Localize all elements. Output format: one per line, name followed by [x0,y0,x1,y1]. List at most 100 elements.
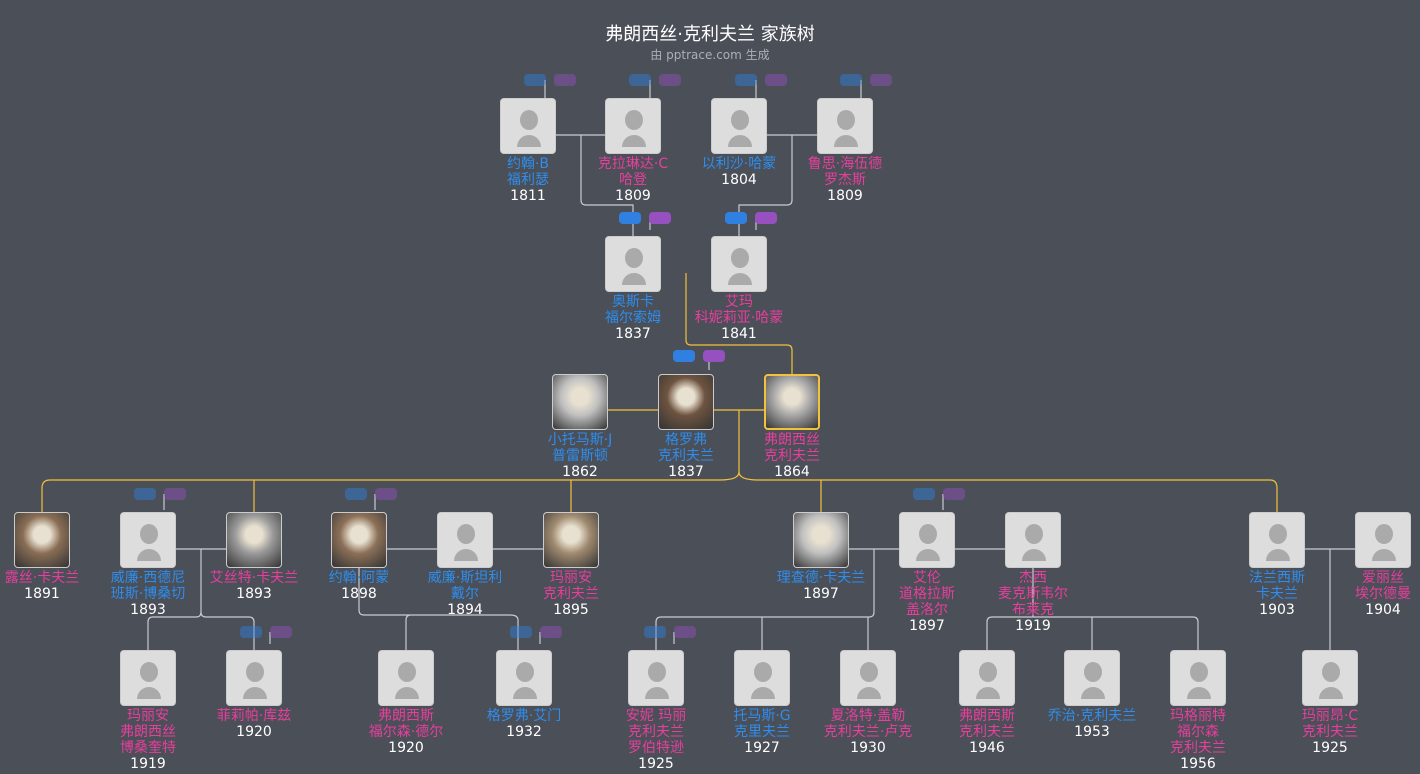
avatar-placeholder-icon[interactable] [226,650,282,706]
avatar-placeholder-icon[interactable] [378,650,434,706]
expand-parents-button[interactable] [840,74,862,86]
person-photo[interactable] [331,512,387,568]
avatar-placeholder-icon[interactable] [899,512,955,568]
expand-parents-button[interactable] [913,488,935,500]
person-name: 弗朗西丝 克利夫兰 [764,432,820,464]
expand-parents-button[interactable] [524,74,546,86]
person-body-icon [1187,687,1211,699]
expand-spouse-button[interactable] [164,488,186,500]
person-photo[interactable] [793,512,849,568]
expand-parents-button[interactable] [629,74,651,86]
avatar-placeholder-icon[interactable] [605,98,661,154]
avatar-placeholder-icon[interactable] [605,236,661,292]
avatar-placeholder-icon[interactable] [437,512,493,568]
expand-spouse-button[interactable] [755,212,777,224]
avatar-placeholder-icon[interactable] [1355,512,1411,568]
expand-parents-button[interactable] [134,488,156,500]
person-head-icon [1190,662,1208,682]
expand-parents-button[interactable] [735,74,757,86]
expand-parents-button[interactable] [673,350,695,362]
avatar-placeholder-icon[interactable] [120,512,176,568]
person-photo[interactable] [543,512,599,568]
person-name: 奥斯卡 福尔索姆 [605,294,661,326]
avatar-placeholder-icon[interactable] [711,98,767,154]
expand-spouse-button[interactable] [870,74,892,86]
expand-parents-button[interactable] [240,626,262,638]
expand-parents-button[interactable] [510,626,532,638]
avatar-placeholder-icon[interactable] [1005,512,1061,568]
expand-spouse-button[interactable] [765,74,787,86]
avatar-placeholder-icon[interactable] [959,650,1015,706]
avatar-placeholder-icon[interactable] [496,650,552,706]
photo-image [553,375,607,429]
person-photo[interactable] [764,374,820,430]
person-head-icon [516,662,534,682]
expand-spouse-button[interactable] [375,488,397,500]
avatar-placeholder-icon[interactable] [1064,650,1120,706]
expand-parents-button[interactable] [345,488,367,500]
expand-spouse-button[interactable] [649,212,671,224]
avatar-placeholder-icon[interactable] [711,236,767,292]
expand-spouse-button[interactable] [554,74,576,86]
avatar-placeholder-icon[interactable] [1302,650,1358,706]
avatar-placeholder-icon[interactable] [1249,512,1305,568]
expand-spouse-button[interactable] [540,626,562,638]
person-photo[interactable] [552,374,608,430]
expand-parents-button[interactable] [644,626,666,638]
avatar-placeholder-icon[interactable] [500,98,556,154]
avatar-placeholder-icon[interactable] [120,650,176,706]
avatar-placeholder-icon[interactable] [840,650,896,706]
photo-image [332,513,386,567]
avatar-placeholder-icon[interactable] [628,650,684,706]
avatar-placeholder-icon[interactable] [817,98,873,154]
expand-spouse-button[interactable] [270,626,292,638]
expand-spouse-button[interactable] [703,350,725,362]
person-photo[interactable] [658,374,714,430]
expand-parents-button[interactable] [619,212,641,224]
avatar-placeholder-icon[interactable] [1170,650,1226,706]
person-name: 夏洛特·盖勒 克利夫兰·卢克 [823,708,913,740]
person-name: 菲莉帕·库兹 [216,708,292,724]
birth-year: 1932 [506,724,542,740]
expand-parents-button[interactable] [725,212,747,224]
person-body-icon [622,135,646,147]
person-photo[interactable] [14,512,70,568]
expand-spouse-button[interactable] [674,626,696,638]
avatar-placeholder-icon[interactable] [734,650,790,706]
person-head-icon [140,662,158,682]
person-photo[interactable] [226,512,282,568]
expand-spouse-button[interactable] [943,488,965,500]
expand-spouse-button[interactable] [659,74,681,86]
